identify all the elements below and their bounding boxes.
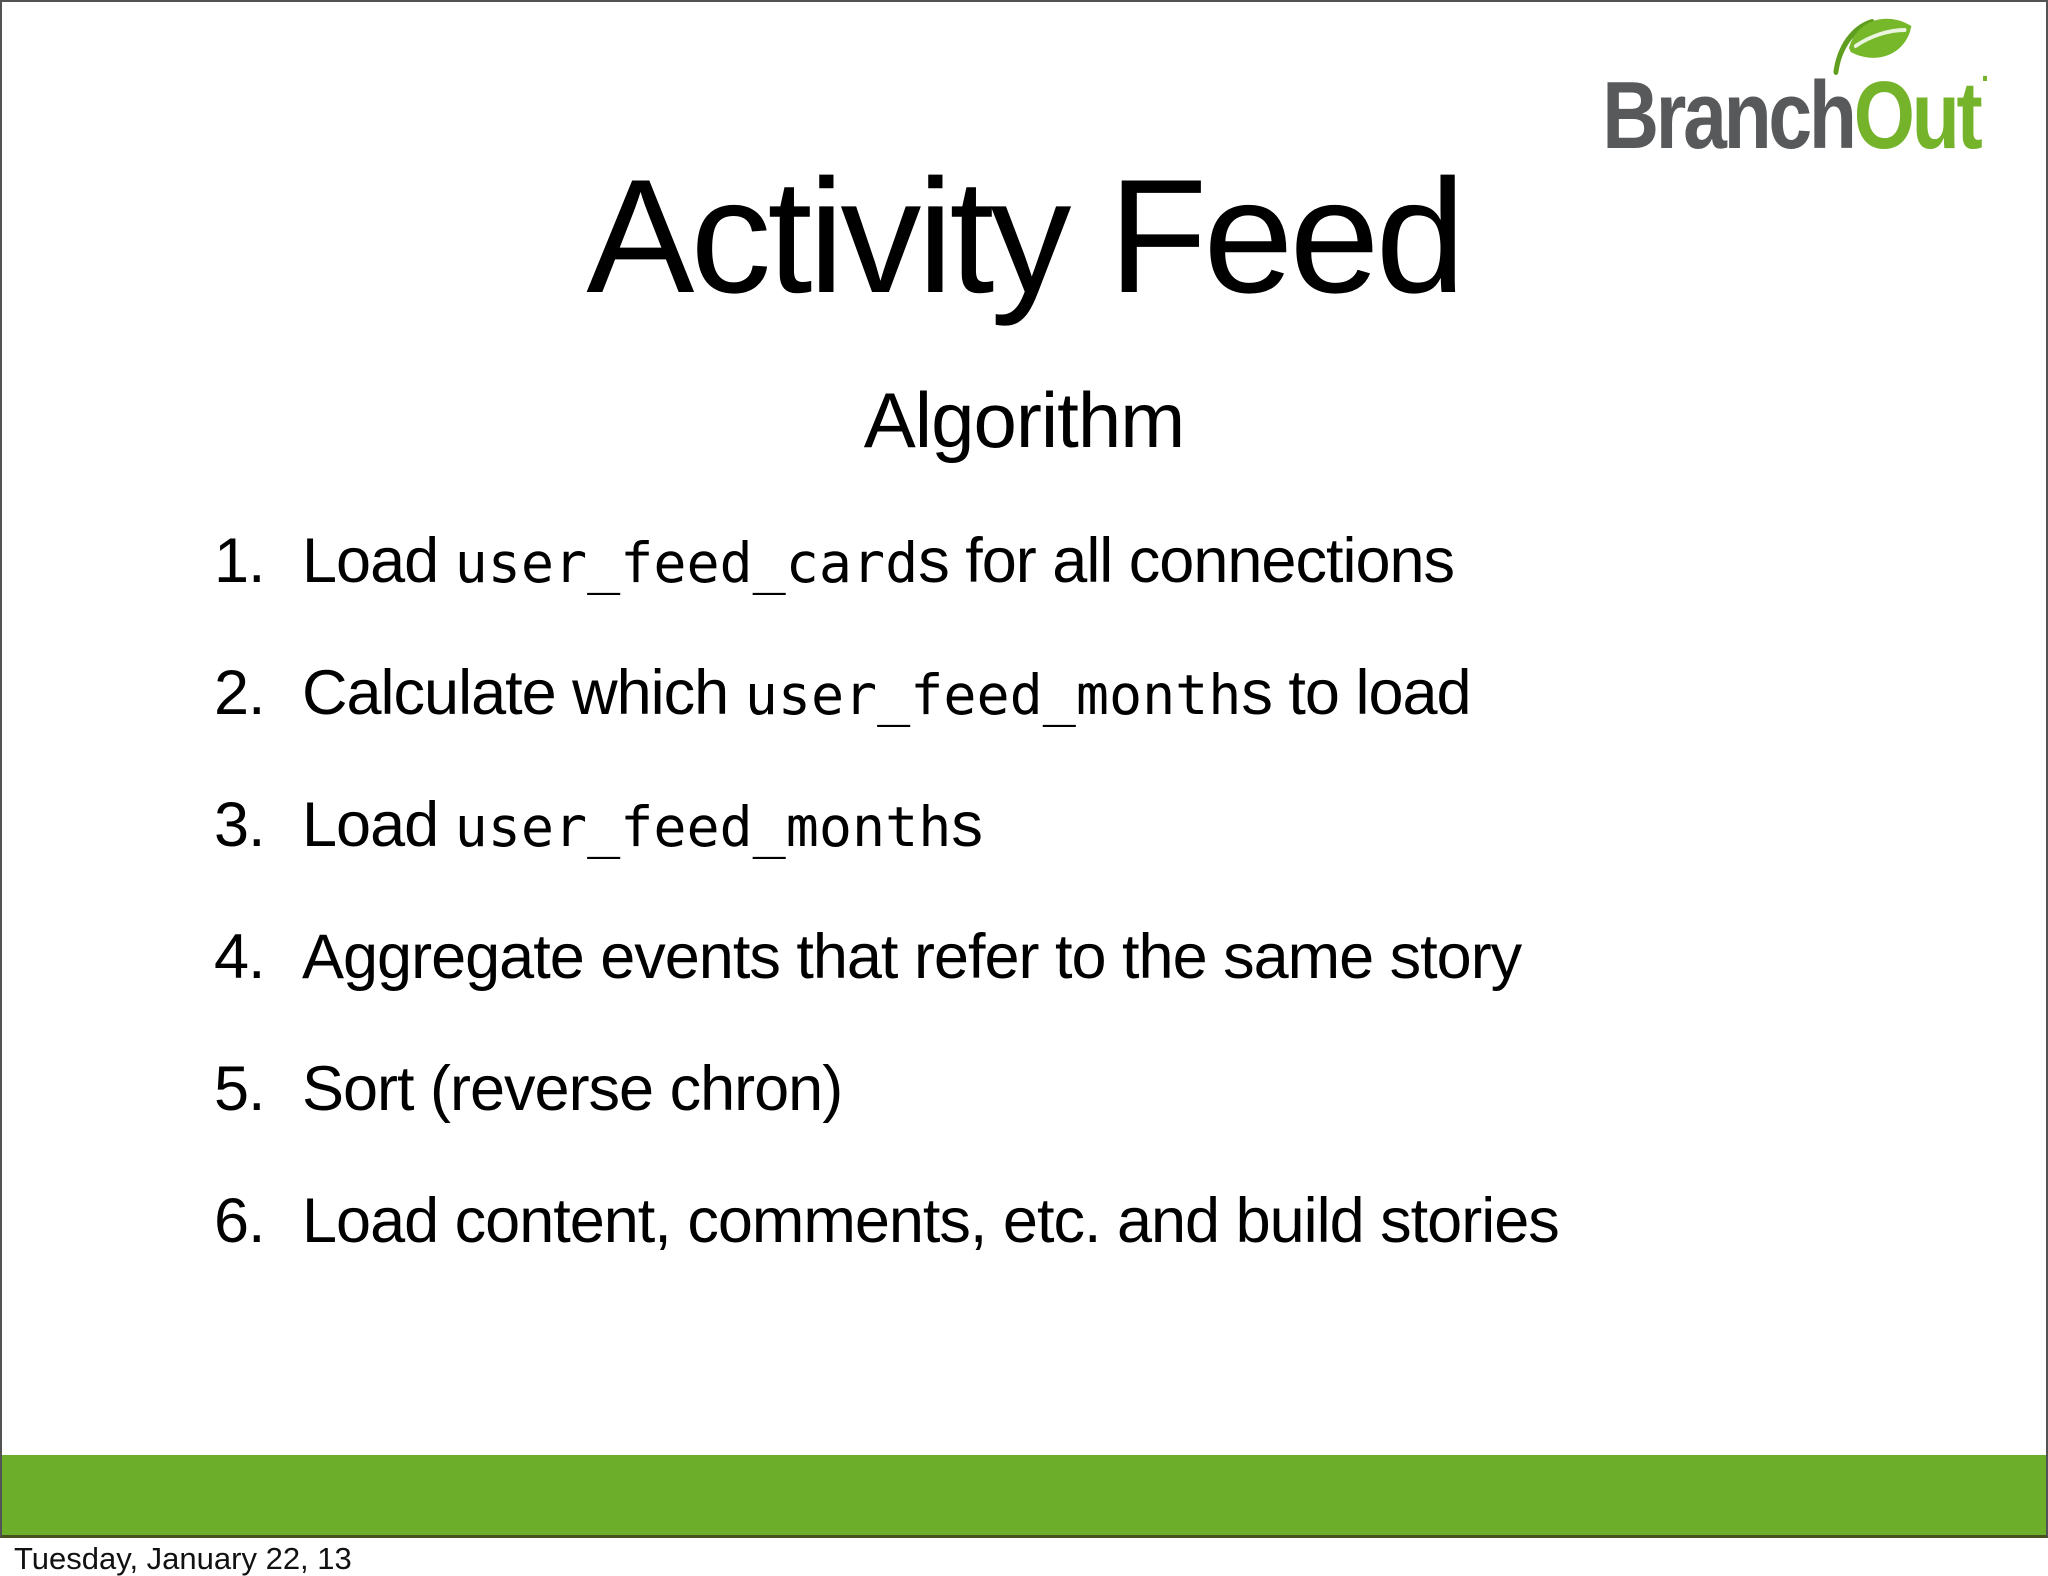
item-number: 1. [214,526,266,596]
slide: Branch Out· Activity Feed Algorithm 1. L… [0,0,2048,1538]
item-number: 6. [214,1186,266,1256]
item-number: 5. [214,1054,266,1124]
list-item: 3. Load user_feed_months [162,790,1922,862]
logo-text-branch: Branch [1601,62,1857,169]
item-text: Sort (reverse chron) [302,1054,843,1124]
inline-code: user_feed_month [744,663,1242,727]
item-text: Load user_feed_cards for all connections [302,526,1455,596]
item-text: Calculate which user_feed_months to load [302,658,1472,728]
item-text: Load user_feed_months [302,790,983,860]
list-item: 2. Calculate which user_feed_months to l… [162,658,1922,730]
footer-bar [2,1455,2046,1535]
logo-text-out: Out [1853,62,1982,169]
list-item: 1. Load user_feed_cards for all connecti… [162,526,1922,598]
item-number: 2. [214,658,266,728]
algorithm-list: 1. Load user_feed_cards for all connecti… [162,526,1922,1318]
date-caption: Tuesday, January 22, 13 [14,1541,352,1576]
item-text: Aggregate events that refer to the same … [302,922,1522,992]
slide-title: Activity Feed [586,146,1465,327]
list-item: 5. Sort (reverse chron) [162,1054,1922,1126]
item-text: Load content, comments, etc. and build s… [302,1186,1560,1256]
list-item: 4. Aggregate events that refer to the sa… [162,922,1922,994]
inline-code: user_feed_card [454,531,919,595]
branchout-logo: Branch Out· [1601,18,1990,169]
trademark-dot: · [1980,60,1990,98]
item-number: 4. [214,922,266,992]
item-number: 3. [214,790,266,860]
inline-code: user_feed_month [454,795,952,859]
list-item: 6. Load content, comments, etc. and buil… [162,1186,1922,1258]
slide-subtitle: Algorithm [863,376,1185,464]
